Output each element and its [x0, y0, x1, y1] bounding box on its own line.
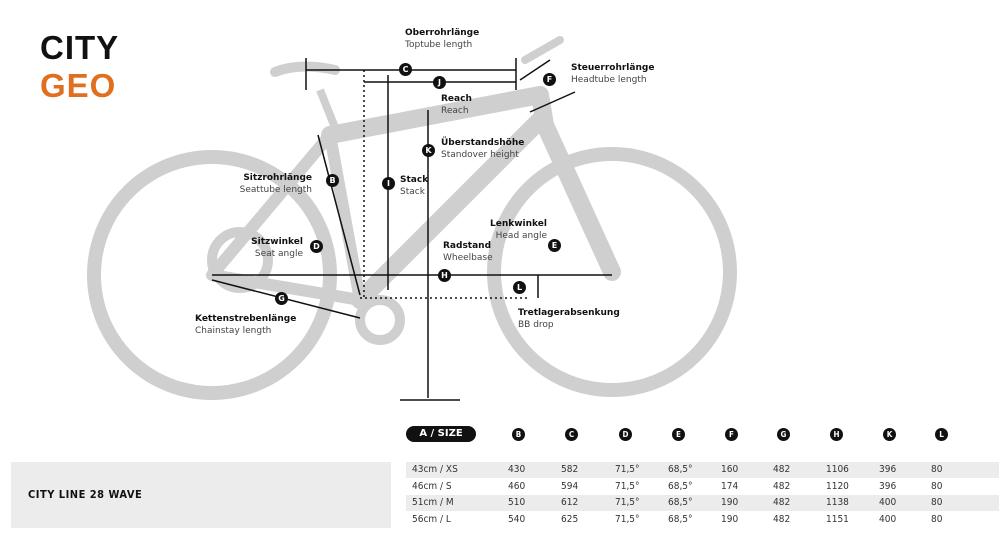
- cell-d: 71,5°: [615, 464, 640, 475]
- badge-g: G: [275, 292, 288, 305]
- size-header: A / SIZE: [406, 426, 476, 442]
- cell-c: 594: [561, 480, 579, 492]
- cell-b: 460: [508, 480, 526, 492]
- badge-b: B: [326, 174, 339, 187]
- cell-f: 174: [721, 480, 739, 492]
- cell-l: 80: [931, 513, 943, 525]
- cell-c: 582: [561, 464, 579, 475]
- badge-l: L: [513, 281, 526, 294]
- cell-l: 80: [931, 464, 943, 475]
- size-cell: 56cm / L: [412, 513, 451, 525]
- cell-g: 482: [773, 497, 791, 508]
- column-header-k: K: [883, 428, 896, 441]
- handlebar: [521, 36, 564, 64]
- column-header-c: C: [565, 428, 578, 441]
- cell-b: 510: [508, 497, 526, 508]
- column-header-g: G: [777, 428, 790, 441]
- seatpost: [316, 88, 344, 142]
- bike-diagram: [87, 36, 737, 401]
- cell-b: 430: [508, 464, 526, 475]
- cell-h: 1151: [826, 513, 849, 525]
- cell-g: 482: [773, 480, 791, 492]
- table-row: 51cm / M 510 612 71,5° 68,5° 190 482 1138 400 80: [406, 495, 999, 511]
- cell-d: 71,5°: [615, 497, 640, 508]
- cassette: [207, 227, 273, 293]
- cell-b: 540: [508, 513, 526, 525]
- cell-c: 612: [561, 497, 579, 508]
- bike-silhouette: [87, 36, 737, 400]
- cell-h: 1106: [826, 464, 849, 475]
- cell-h: 1120: [826, 480, 849, 492]
- cell-e: 68,5°: [668, 480, 693, 492]
- column-header-b: B: [512, 428, 525, 441]
- front-wheel: [487, 147, 737, 397]
- cell-f: 190: [721, 497, 739, 508]
- table-row: 56cm / L 540 625 71,5° 68,5° 190 482 1151 400 80: [406, 512, 999, 528]
- model-name: CITY LINE 28 WAVE: [28, 488, 143, 501]
- cell-k: 396: [879, 464, 897, 475]
- cell-e: 68,5°: [668, 497, 693, 508]
- model-cell: CITY LINE 28 WAVE: [11, 462, 391, 528]
- size-cell: 43cm / XS: [412, 464, 458, 475]
- column-header-d: D: [619, 428, 632, 441]
- cell-g: 482: [773, 513, 791, 525]
- cell-f: 160: [721, 464, 739, 475]
- badge-i: I: [382, 177, 395, 190]
- badge-k: K: [422, 144, 435, 157]
- table-row: 46cm / S 460 594 71,5° 68,5° 174 482 1120 396 80: [406, 479, 999, 495]
- cell-e: 68,5°: [668, 464, 693, 475]
- cell-h: 1138: [826, 497, 849, 508]
- cell-c: 625: [561, 513, 579, 525]
- size-cell: 46cm / S: [412, 480, 452, 492]
- badge-d: D: [310, 240, 323, 253]
- badge-j: J: [433, 76, 446, 89]
- size-cell: 51cm / M: [412, 497, 454, 508]
- badge-f: F: [543, 73, 556, 86]
- cell-g: 482: [773, 464, 791, 475]
- cell-k: 400: [879, 497, 897, 508]
- column-header-f: F: [725, 428, 738, 441]
- title-city: CITY: [40, 29, 120, 66]
- badge-c: C: [399, 63, 412, 76]
- cell-e: 68,5°: [668, 513, 693, 525]
- title-geo: GEO: [40, 67, 117, 104]
- cell-k: 396: [879, 480, 897, 492]
- table-row: 43cm / XS 430 582 71,5° 68,5° 160 482 1106 396 80: [406, 462, 999, 478]
- cell-f: 190: [721, 513, 739, 525]
- badge-h: H: [438, 269, 451, 282]
- cell-d: 71,5°: [615, 513, 640, 525]
- crank: [355, 295, 405, 345]
- rear-triangle: [206, 129, 366, 306]
- cell-l: 80: [931, 480, 943, 492]
- cell-k: 400: [879, 513, 897, 525]
- main-frame: [321, 86, 621, 309]
- saddle: [270, 61, 340, 77]
- column-header-l: L: [935, 428, 948, 441]
- column-header-h: H: [830, 428, 843, 441]
- cell-l: 80: [931, 497, 943, 508]
- badge-e: E: [548, 239, 561, 252]
- cell-d: 71,5°: [615, 480, 640, 492]
- column-header-e: E: [672, 428, 685, 441]
- measurement-lines: [211, 58, 612, 401]
